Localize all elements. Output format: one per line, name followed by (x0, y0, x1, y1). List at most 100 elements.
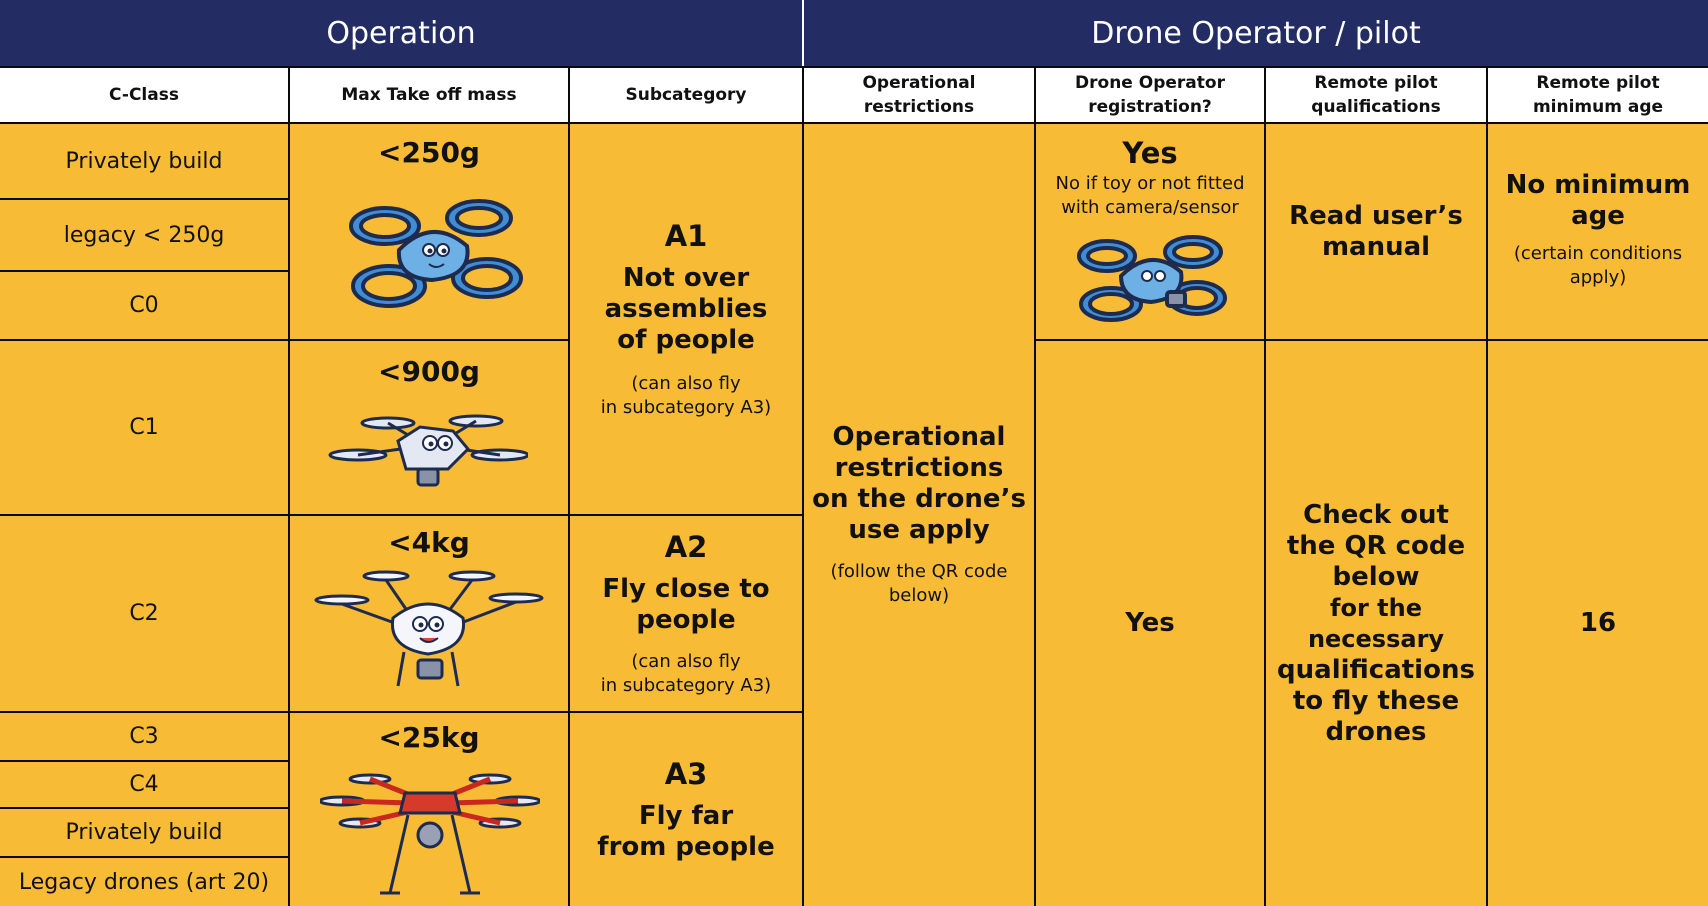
header-operational-restrictions: Operational restrictions (804, 68, 1034, 122)
mass-cell-900g: <900g (290, 341, 568, 514)
header-subcategory-label: Subcategory (625, 85, 747, 105)
drone-operator-pilot-band-title: Drone Operator / pilot (1091, 15, 1421, 51)
c-class-cell: Privately build (0, 124, 288, 198)
grid-line (0, 760, 288, 762)
subcategory-a1-title-line-2: assemblies (604, 293, 768, 324)
qualifications-specific-line-7: drones (1325, 716, 1427, 747)
c-class-label: C4 (129, 772, 159, 797)
grid-line (0, 807, 288, 809)
drone-operator-pilot-band: Drone Operator / pilot (804, 0, 1708, 66)
operational-restrictions-cell: Operational restrictions on the drone’s … (804, 124, 1034, 906)
header-max-take-off-mass-label: Max Take off mass (341, 85, 517, 105)
subcategory-a3-code: A3 (664, 756, 708, 791)
header-operational-restrictions-line-1: Operational (862, 73, 976, 93)
header-min-age-line-1: Remote pilot (1536, 73, 1660, 93)
c-class-cell: C2 (0, 516, 288, 711)
subcategory-a3-cell: A3 Fly far from people (570, 713, 802, 906)
band-separator (802, 0, 804, 66)
minimum-age-open-note-line-2: apply) (1569, 267, 1627, 288)
grid-line (0, 514, 802, 516)
registration-specific-cell: Yes (1036, 341, 1264, 906)
qualifications-specific-line-1: Check out (1303, 499, 1449, 530)
subcategory-a3-title-line-1: Fly far (638, 800, 734, 831)
small-blue-drone-icon (337, 188, 527, 313)
grid-line (0, 66, 1708, 68)
qualifications-specific-line-2: the QR code (1286, 530, 1466, 561)
subcategory-a1-code: A1 (664, 218, 708, 253)
qualifications-specific-line-3: below (1332, 561, 1420, 592)
c-class-label: Privately build (65, 820, 223, 845)
grid-line (0, 711, 802, 713)
grid-line (0, 339, 568, 341)
operation-band: Operation (0, 0, 802, 66)
grid-line (288, 68, 290, 906)
minimum-age-specific-cell: 16 (1488, 341, 1708, 906)
registration-open-answer: Yes (1122, 136, 1178, 170)
grid-line (1034, 339, 1708, 341)
qualifications-specific-cell: Check out the QR code below for the nece… (1266, 341, 1486, 906)
c-class-label: legacy < 250g (63, 222, 225, 248)
header-max-take-off-mass: Max Take off mass (290, 68, 568, 122)
c-class-cell: legacy < 250g (0, 200, 288, 270)
grid-line (568, 68, 570, 906)
mass-label: <4kg (388, 526, 470, 559)
header-registration-line-1: Drone Operator (1075, 73, 1225, 93)
c-class-label: C0 (129, 293, 159, 318)
c-class-label: C3 (129, 724, 159, 749)
operational-restrictions-line-2: restrictions (834, 453, 1004, 483)
header-qualifications-line-1: Remote pilot (1314, 73, 1438, 93)
qualifications-open-cell: Read user’s manual (1266, 124, 1486, 339)
mass-cell-4kg: <4kg (290, 516, 568, 711)
subcategory-a1-cell: A1 Not over assemblies of people (can al… (570, 124, 802, 514)
white-folding-drone-icon (328, 403, 528, 503)
subcategory-a1-title-line-3: of people (617, 324, 755, 355)
subcategory-a1-title-line-1: Not over (622, 262, 750, 293)
qualifications-specific-line-5: qualifications (1277, 654, 1475, 685)
subcategory-a3-title-line-2: from people (597, 831, 775, 862)
grid-line (1034, 68, 1036, 906)
subcategory-a1-note-line-2: in subcategory A3) (600, 396, 772, 418)
c-class-cell: C4 (0, 762, 288, 807)
registration-open-note-line-2: with camera/sensor (1061, 197, 1239, 218)
registration-open-cell: Yes No if toy or not fitted with camera/… (1036, 124, 1264, 339)
subcategory-a2-code: A2 (664, 529, 708, 564)
subcategory-a2-title-line-1: Fly close to (602, 573, 770, 604)
c-class-cell: Privately build (0, 809, 288, 856)
grid-line (802, 68, 804, 906)
header-remote-pilot-qualifications: Remote pilot qualifications (1266, 68, 1486, 122)
grid-line (0, 270, 288, 272)
minimum-age-open-cell: No minimum age (certain conditions apply… (1488, 124, 1708, 339)
header-c-class: C-Class (0, 68, 288, 122)
c-class-cell: C0 (0, 272, 288, 339)
subcategory-a2-cell: A2 Fly close to people (can also fly in … (570, 516, 802, 711)
header-subcategory: Subcategory (570, 68, 802, 122)
subcategory-a1-note-line-1: (can also fly (631, 372, 741, 394)
grid-line (0, 198, 288, 200)
red-hexacopter-icon (320, 773, 540, 903)
qualifications-specific-line-4: for the necessary (1307, 593, 1445, 653)
header-operational-restrictions-line-2: restrictions (863, 97, 975, 117)
grid-line (1264, 68, 1266, 906)
subcategory-a2-note-line-2: in subcategory A3) (600, 674, 772, 696)
grid-line (1486, 68, 1488, 906)
grid-line (0, 122, 1708, 124)
minimum-age-open-note-line-1: (certain conditions (1513, 243, 1683, 264)
registration-specific-answer: Yes (1125, 608, 1175, 638)
small-blue-drone-camera-icon (1067, 226, 1233, 326)
operation-band-title: Operation (326, 15, 476, 51)
mass-label: <25kg (378, 721, 480, 754)
subcategory-a2-title-line-2: people (636, 604, 736, 635)
operational-restrictions-line-4: use apply (848, 515, 990, 545)
minimum-age-open-line-1: No minimum (1505, 170, 1691, 200)
header-registration-line-2: registration? (1088, 97, 1212, 117)
c-class-label: C2 (129, 601, 159, 626)
mass-label: <250g (378, 136, 480, 169)
subcategory-a2-note-line-1: (can also fly (631, 650, 741, 672)
c-class-cell: C3 (0, 713, 288, 760)
mass-cell-250g: <250g (290, 124, 568, 339)
c-class-label: Privately build (65, 148, 223, 174)
header-remote-pilot-minimum-age: Remote pilot minimum age (1488, 68, 1708, 122)
c-class-label: Legacy drones (art 20) (18, 869, 270, 895)
minimum-age-open-line-2: age (1571, 201, 1625, 231)
